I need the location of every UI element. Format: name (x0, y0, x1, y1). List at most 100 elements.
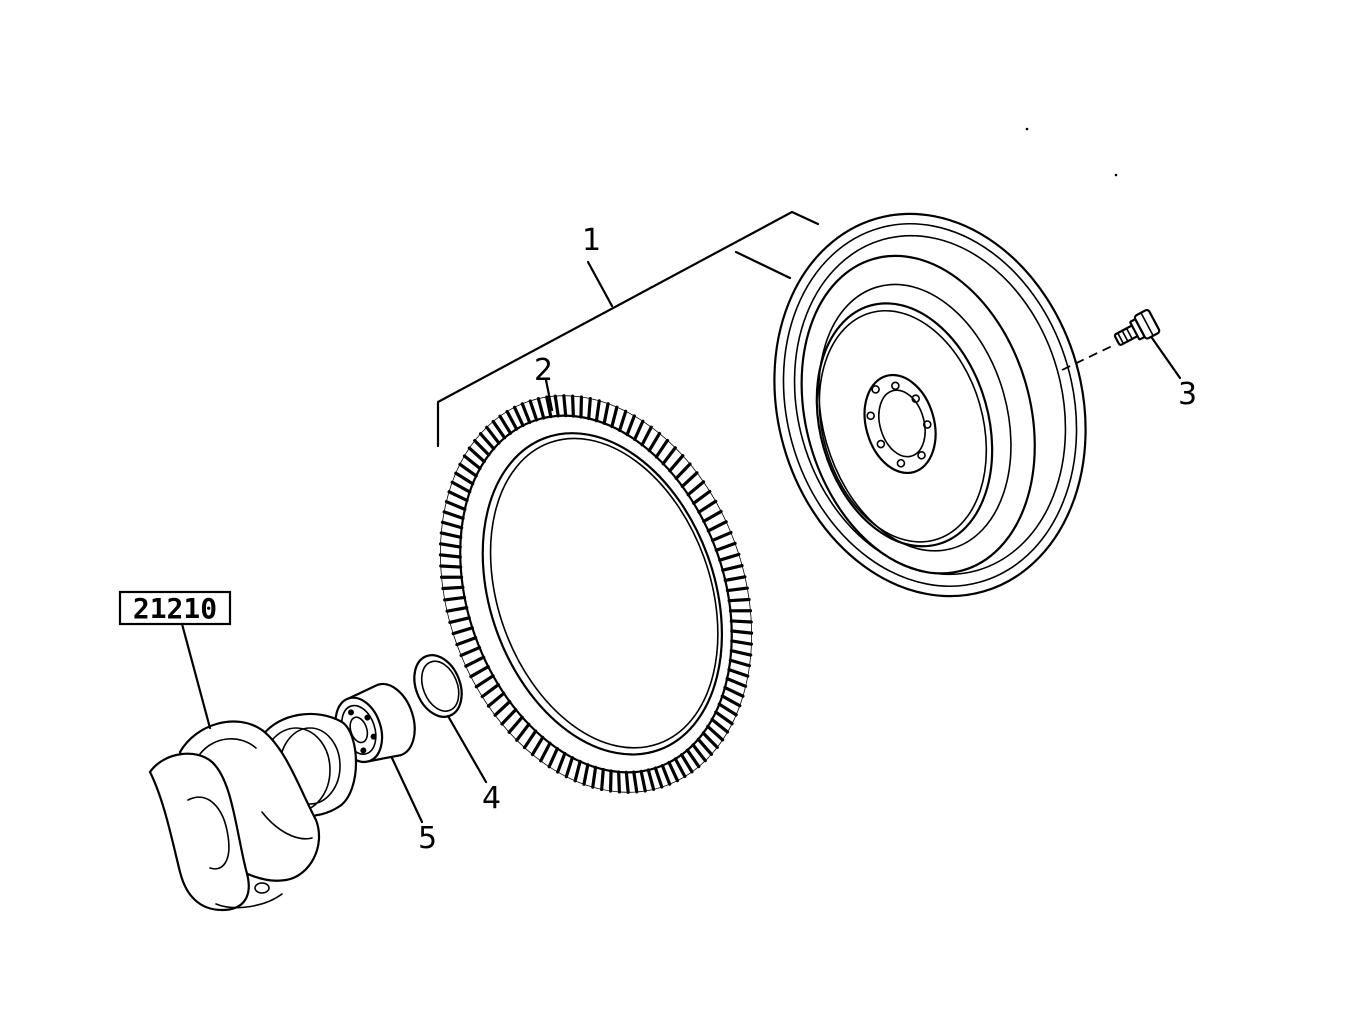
ring-gear-teeth (438, 394, 754, 794)
callout-4: 4 (482, 781, 501, 816)
gear-tooth (660, 763, 672, 786)
reference-21210: 21210 (133, 592, 217, 625)
crankshaft-fragment (148, 712, 357, 912)
gear-tooth (556, 751, 567, 774)
gear-tooth (674, 462, 692, 480)
gear-tooth (582, 763, 590, 786)
gear-tooth (439, 564, 463, 569)
gear-tooth (706, 520, 728, 533)
gear-tooth (723, 575, 747, 582)
callout-2: 2 (534, 353, 553, 388)
gear-tooth (469, 665, 490, 679)
leader-3 (1150, 336, 1182, 380)
gear-tooth (579, 395, 584, 419)
gear-tooth (702, 509, 723, 523)
gear-tooth (624, 770, 630, 794)
gear-tooth (491, 419, 507, 440)
gear-tooth (520, 402, 532, 425)
gear-tooth (464, 655, 486, 668)
gear-tooth (727, 597, 751, 603)
gear-tooth (447, 490, 469, 503)
gear-tooth (522, 729, 538, 750)
gear-tooth (640, 425, 653, 447)
gear-tooth (442, 510, 465, 521)
reference-box-21210 (118, 590, 232, 626)
gear-tooth (445, 606, 469, 613)
gear-tooth (632, 770, 639, 794)
leader-5 (390, 756, 424, 824)
gear-tooth (701, 731, 719, 749)
gear-tooth (618, 409, 628, 432)
gear-tooth (547, 746, 559, 769)
gear-tooth (667, 760, 680, 783)
gear-tooth (473, 439, 491, 457)
gear-tooth (530, 735, 545, 757)
flywheel (773, 212, 1087, 598)
gear-tooth (710, 530, 733, 543)
gear-tooth (692, 489, 712, 505)
gear-tooth (440, 520, 464, 530)
gear-tooth (450, 480, 472, 494)
gear-tooth (439, 531, 463, 539)
gear-tooth (438, 542, 462, 549)
gear-tooth (562, 394, 568, 418)
gear-tooth (591, 765, 598, 789)
gear-tooth (455, 636, 478, 647)
gear-tooth (617, 770, 622, 794)
gear-tooth (478, 432, 496, 451)
gear-tooth (467, 446, 486, 464)
gear-tooth (493, 700, 512, 717)
gear-tooth (625, 414, 636, 437)
gear-outline (440, 395, 752, 793)
gear-tooth (500, 708, 518, 726)
gear-tooth (691, 743, 707, 763)
gear-tooth (725, 677, 748, 688)
bolt-axis-line (1061, 345, 1113, 371)
gear-tooth (633, 419, 645, 442)
callout-3: 3 (1178, 377, 1197, 412)
gear-tooth (730, 639, 754, 646)
gear-tooth (438, 553, 462, 559)
gear-tooth (685, 748, 701, 769)
gear-tooth (673, 757, 687, 779)
gear-tooth (570, 394, 575, 418)
gear-tooth (729, 649, 753, 657)
gear-tooth (730, 629, 754, 635)
gear-tooth (729, 619, 753, 624)
leader-4 (446, 714, 488, 784)
gear-tooth (458, 462, 478, 478)
gear-tooth (444, 500, 467, 511)
gear-tooth (498, 414, 513, 435)
gear-tooth (486, 691, 506, 708)
leader-21210 (180, 622, 212, 730)
gear-tooth (564, 756, 574, 779)
speck (1025, 127, 1029, 131)
gear-tooth (602, 402, 610, 425)
gear-tooth (448, 616, 471, 624)
gear-tooth (714, 710, 734, 726)
speck (1114, 173, 1118, 177)
gear-tooth (710, 717, 730, 734)
gear-tooth (720, 694, 742, 708)
gear-tooth (725, 586, 749, 593)
gear-tooth (600, 767, 605, 792)
gear-tooth (661, 446, 677, 466)
ring-gear (438, 394, 754, 794)
gear-tooth (459, 645, 482, 658)
gear-tooth (439, 575, 464, 579)
leader-2 (544, 378, 554, 412)
gear-tooth (573, 759, 582, 783)
gear-tooth (587, 396, 592, 421)
gear-tooth (441, 585, 465, 591)
gear-tooth (512, 405, 525, 428)
gear-tooth (507, 715, 524, 734)
gear-tooth (718, 552, 741, 562)
gear-tooth (608, 769, 613, 793)
gear-tooth (454, 471, 475, 486)
washer-ring (413, 654, 463, 718)
gear-tooth (639, 769, 647, 793)
gear-tooth (714, 541, 737, 552)
gear-tooth (480, 683, 500, 699)
gear-tooth (679, 753, 694, 774)
gear-tooth (505, 409, 519, 431)
